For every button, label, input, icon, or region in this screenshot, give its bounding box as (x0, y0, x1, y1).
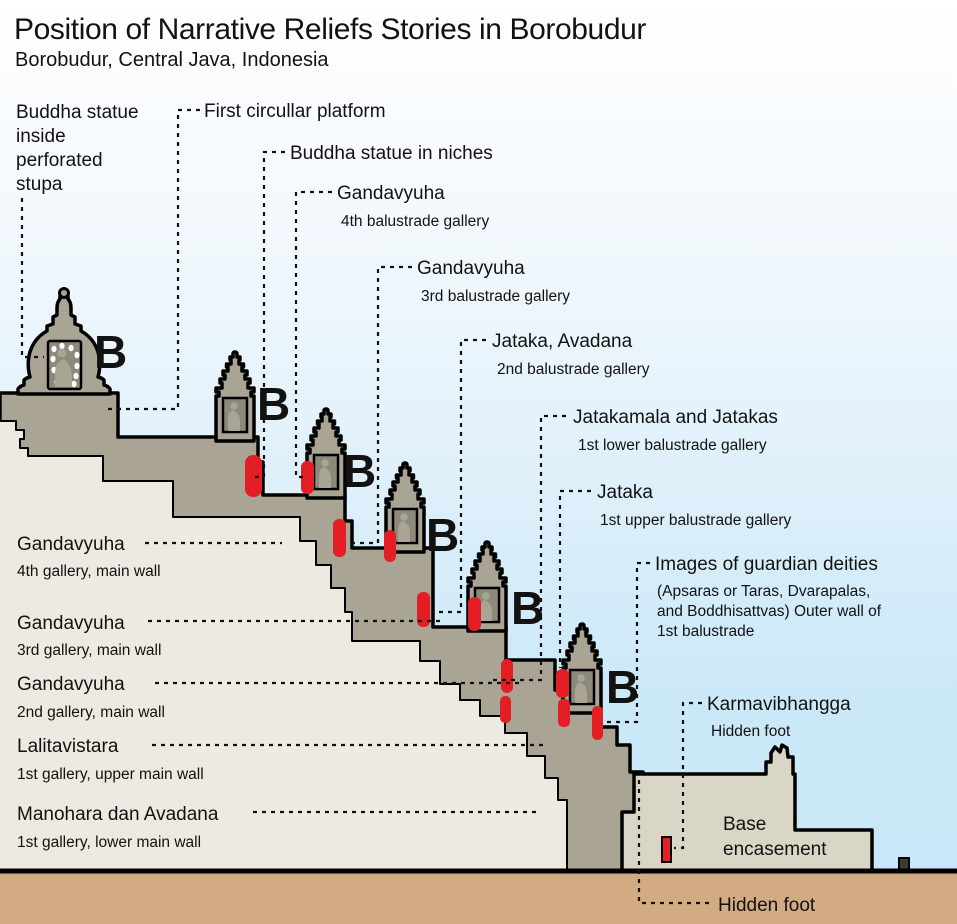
main-stupa (16, 287, 112, 396)
label-guardians: Images of guardian deities (655, 554, 878, 575)
relief-marker (558, 699, 570, 727)
sublabel-guardians: (Apsaras or Taras, Dvarapalas, (657, 583, 870, 600)
connector-karmavibhangga (674, 701, 702, 850)
sublabel-gallery1-lower: 1st gallery, lower main wall (17, 834, 201, 851)
label-base-encasement: Base (723, 814, 766, 835)
sublabel-karmavibhangga: Hidden foot (711, 723, 791, 740)
buddha-letter: B (606, 661, 639, 713)
connector-balustrade3 (350, 265, 412, 545)
relief-marker (500, 696, 511, 723)
sublabel-balustrade4: 4th balustrade gallery (341, 213, 489, 230)
label-gallery3: Gandavyuha (17, 613, 125, 634)
label-hidden-foot-bottom: Hidden foot (718, 895, 816, 916)
label-balustrade4: Gandavyuha (337, 183, 445, 204)
buddha-letter-markers: B B B B B B (94, 326, 639, 713)
relief-marker (468, 597, 481, 631)
relief-marker (384, 530, 396, 562)
sublabel-gallery2: 2nd gallery, main wall (17, 704, 165, 721)
label-perforated-stupa: Buddha statue (16, 102, 139, 123)
sublabel-balustrade1-upper: 1st upper balustrade gallery (600, 512, 792, 529)
label-balustrade1-lower: Jatakamala and Jatakas (573, 407, 778, 428)
ground (0, 872, 957, 924)
hidden-foot-relief-marker (661, 836, 672, 863)
sublabel-balustrade1-lower: 1st lower balustrade gallery (578, 437, 767, 454)
relief-marker (556, 669, 569, 698)
sublabel-gallery1-upper: 1st gallery, upper main wall (17, 766, 204, 783)
sublabel-gallery4: 4th gallery, main wall (17, 563, 161, 580)
connector-balustrade1-upper (558, 489, 591, 668)
gallery-labels: Gandavyuha 4th gallery, main wall Gandav… (17, 534, 219, 851)
relief-marker (245, 455, 262, 497)
sublabel-balustrade3: 3rd balustrade gallery (421, 288, 570, 305)
page-subtitle: Borobudur, Central Java, Indonesia (15, 49, 329, 71)
label-base-encasement: encasement (723, 839, 827, 860)
label-gallery1-upper: Lalitavistara (17, 736, 119, 757)
label-niches: Buddha statue in niches (290, 143, 493, 164)
label-gallery2: Gandavyuha (17, 674, 125, 695)
connector-perforated-stupa (20, 198, 44, 359)
label-perforated-stupa: stupa (16, 174, 63, 195)
connector-first-platform (106, 108, 200, 411)
label-balustrade2: Jataka, Avadana (492, 331, 633, 352)
relief-marker (592, 706, 603, 740)
connector-balustrade1-lower (488, 414, 566, 682)
buddha-letter: B (257, 378, 290, 430)
connector-niches (252, 150, 285, 479)
label-first-platform: First circullar platform (204, 101, 386, 122)
callout-labels: Buddha statue inside perforated stupa Fi… (16, 101, 882, 916)
buddha-letter: B (343, 445, 376, 497)
label-gallery1-lower: Manohara dan Avadana (17, 804, 219, 825)
sublabel-balustrade2: 2nd balustrade gallery (497, 361, 650, 378)
sublabel-guardians: and Boddhisattvas) Outer wall of (657, 603, 882, 620)
label-karmavibhangga: Karmavibhangga (707, 694, 851, 715)
temple-interior-cutaway (0, 421, 567, 872)
label-gallery4: Gandavyuha (17, 534, 125, 555)
buddha-letter: B (94, 326, 127, 378)
relief-marker (501, 659, 513, 693)
stupa-finial (58, 287, 70, 299)
sublabel-guardians: 1st balustrade (657, 623, 754, 640)
relief-marker (301, 461, 314, 494)
callout-connectors (20, 108, 710, 905)
stupa-buddha-head (57, 348, 67, 358)
stupa-buddha-silhouette (55, 359, 72, 387)
buddha-letter: B (426, 509, 459, 561)
label-balustrade1-upper: Jataka (597, 482, 653, 503)
buddha-letter: B (511, 582, 544, 634)
ground-line (0, 868, 957, 874)
sublabel-gallery3: 3rd gallery, main wall (17, 642, 161, 659)
relief-markers (245, 455, 603, 740)
connector-balustrade4 (294, 190, 332, 479)
label-perforated-stupa: inside (16, 126, 66, 147)
interior-boundary-line (0, 420, 568, 872)
connector-balustrade2 (436, 338, 486, 614)
label-balustrade3: Gandavyuha (417, 258, 525, 279)
relief-marker (417, 592, 430, 627)
connector-guardians (604, 561, 650, 724)
base-encasement-block (620, 743, 874, 874)
label-perforated-stupa: perforated (16, 150, 103, 171)
page-title: Position of Narrative Reliefs Stories in… (14, 13, 646, 46)
stupa-perforations (50, 342, 80, 388)
relief-marker (333, 519, 346, 557)
